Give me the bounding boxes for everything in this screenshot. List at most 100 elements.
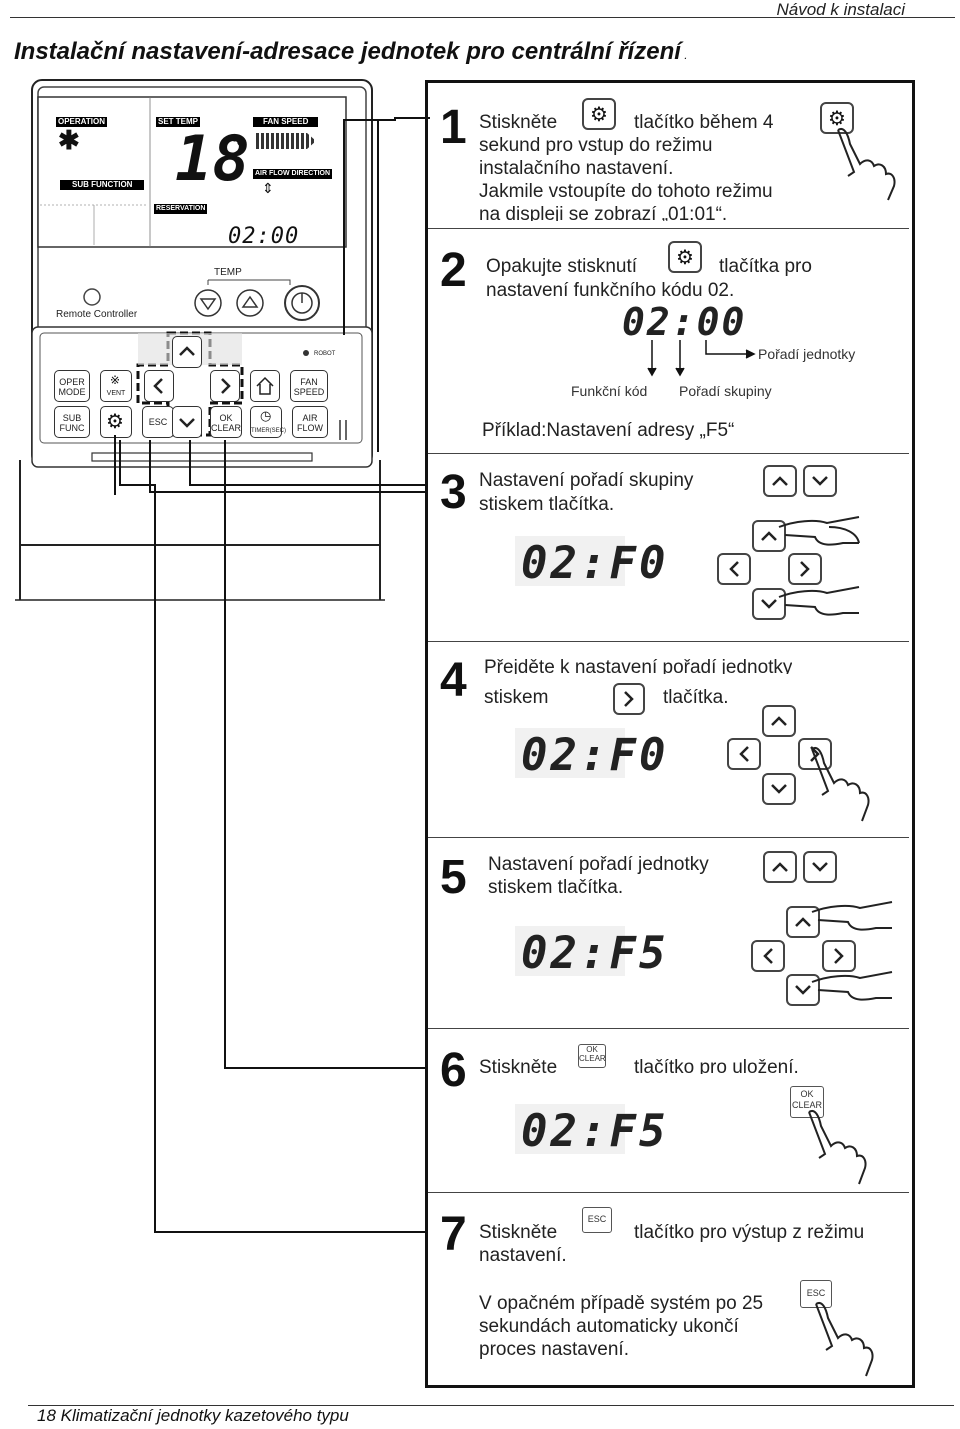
lcd-operation-label: OPERATION: [56, 117, 107, 127]
left-arrow-icon: [727, 738, 761, 770]
step-6-display: 02:F5: [521, 1106, 669, 1157]
step-7-esc-button: ESC: [582, 1207, 612, 1233]
label-group-order: Pořadí skupiny: [679, 383, 772, 399]
up-arrow-button[interactable]: [172, 336, 202, 368]
left-arrow-icon: [717, 553, 751, 585]
right-arrow-icon: [822, 940, 856, 972]
lcd-air-flow-label: AIR FLOW DIRECTION: [253, 169, 333, 179]
connector-lines: [114, 117, 430, 1233]
step-6-text: tlačítko pro uložení.: [634, 1057, 799, 1074]
lcd-panel: [515, 926, 625, 976]
down-arrow-icon: [762, 773, 796, 805]
display-pointer-arrows: [647, 340, 756, 377]
lcd-celsius-unit: °C: [232, 135, 246, 149]
lcd-panel: [515, 1104, 625, 1154]
sub-func-button[interactable]: SUB FUNC: [54, 406, 90, 438]
step-4-number: 4: [440, 654, 467, 707]
step-2-number: 2: [440, 244, 467, 297]
up-arrow-icon: [786, 906, 820, 938]
footer-rule: [28, 1405, 954, 1406]
up-arrow-icon: [763, 465, 797, 497]
step-5-text: Nastavení pořadí jednotky: [488, 854, 709, 875]
finger-press-icon: [808, 1110, 867, 1185]
left-arrow-button[interactable]: [144, 370, 174, 402]
step-7-text: tlačítko pro výstup z režimu: [634, 1222, 865, 1243]
step-2-text: nastavení funkčního kódu 02.: [486, 280, 735, 301]
down-arrow-icon: [803, 851, 837, 883]
air-flow-button[interactable]: AIR FLOW: [292, 406, 328, 438]
fan-speed-button[interactable]: FAN SPEED: [290, 370, 328, 402]
step-6-number: 6: [440, 1044, 467, 1097]
steps-panel: [425, 80, 915, 1388]
step-1-settings-button: ⚙: [582, 98, 616, 130]
esc-icon: ESC: [800, 1280, 832, 1308]
finger-press-icon: [837, 128, 896, 201]
lcd-time-value: 02:00: [228, 224, 300, 249]
lcd-panel: [515, 728, 625, 778]
step-7-text: nastavení.: [479, 1245, 567, 1266]
gear-icon: ⚙: [106, 411, 124, 433]
step-1-text: sekund pro vstup do režimu: [479, 135, 713, 156]
step-7-text: sekundách automaticky ukončí: [479, 1316, 739, 1337]
down-arrow-icon: [752, 588, 786, 620]
step-5-number: 5: [440, 851, 467, 904]
left-arrow-icon: [751, 940, 785, 972]
home-icon: [256, 376, 274, 395]
step-1-text: instalačního nastavení.: [479, 158, 674, 179]
air-flow-direction-icon: ⇕: [262, 180, 274, 196]
down-arrow-icon: [803, 465, 837, 497]
step-7-text: proces nastavení.: [479, 1339, 629, 1360]
timer-button[interactable]: ◷TIMER(SEC): [250, 406, 286, 438]
finger-press-icon: [778, 516, 860, 616]
lcd-set-temp-label: SET TEMP: [156, 117, 201, 127]
down-arrow-button[interactable]: [172, 406, 202, 438]
step-3-text: Nastavení pořadí skupiny: [479, 470, 694, 491]
down-arrow-icon: [786, 974, 820, 1006]
finger-press-icon: [811, 747, 870, 822]
step-5-display: 02:F5: [521, 928, 669, 979]
step-1-text: Stiskněte: [479, 112, 558, 133]
divider: [428, 1192, 909, 1193]
right-arrow-button[interactable]: [210, 370, 240, 402]
step-2-text: Opakujte stisknutí: [486, 256, 638, 277]
divider: [428, 837, 909, 838]
lcd-fan-speed-label: FAN SPEED: [253, 117, 319, 127]
page-footer: 18 Klimatizační jednotky kazetového typu: [37, 1406, 349, 1425]
home-button[interactable]: [250, 370, 280, 402]
lcd-reservation-label: RESERVATION: [154, 204, 208, 214]
step-7-text: V opačném případě systém po 25: [479, 1293, 764, 1314]
gear-icon: ⚙: [676, 246, 694, 269]
step-1-number: 1: [440, 101, 467, 154]
vent-icon: ※: [110, 373, 121, 387]
divider: [428, 641, 909, 642]
fan-speed-bars-icon: [256, 133, 316, 149]
gear-icon: ⚙: [828, 107, 846, 130]
right-arrow-icon: [798, 738, 832, 770]
label-unit-order: Pořadí jednotky: [758, 346, 856, 362]
lcd-panel: [515, 536, 625, 586]
step-4-text: Přejděte k nastavení pořadí jednotky: [484, 657, 793, 674]
right-arrow-icon: [788, 553, 822, 585]
settings-button[interactable]: ⚙: [100, 406, 132, 438]
finger-press-icon: [811, 901, 893, 1001]
up-arrow-icon: [762, 705, 796, 737]
temp-label: TEMP: [214, 267, 242, 278]
esc-button[interactable]: ESC: [142, 406, 174, 438]
lcd-sub-function-label: SUB FUNCTION: [60, 180, 145, 190]
vent-button[interactable]: VENT※: [100, 370, 132, 402]
step-5-text: stiskem tlačítka.: [488, 877, 624, 898]
up-arrow-icon: [752, 520, 786, 552]
ok-clear-button[interactable]: OK CLEAR: [210, 406, 242, 438]
up-arrow-icon: [763, 851, 797, 883]
remote-brand-label: Remote Controller: [56, 309, 138, 320]
header-rule: [10, 17, 955, 18]
step-2-settings-button: ⚙: [668, 241, 702, 273]
step-1-text: Jakmile vstoupíte do tohoto režimu: [479, 181, 773, 202]
oper-mode-button[interactable]: OPER MODE: [54, 370, 90, 402]
step-4-text: stiskem: [484, 687, 549, 708]
doc-type-header: Návod k instalaci: [776, 0, 905, 19]
step-3-display: 02:F0: [521, 538, 669, 589]
step-1-settings-icon: ⚙: [820, 102, 854, 134]
